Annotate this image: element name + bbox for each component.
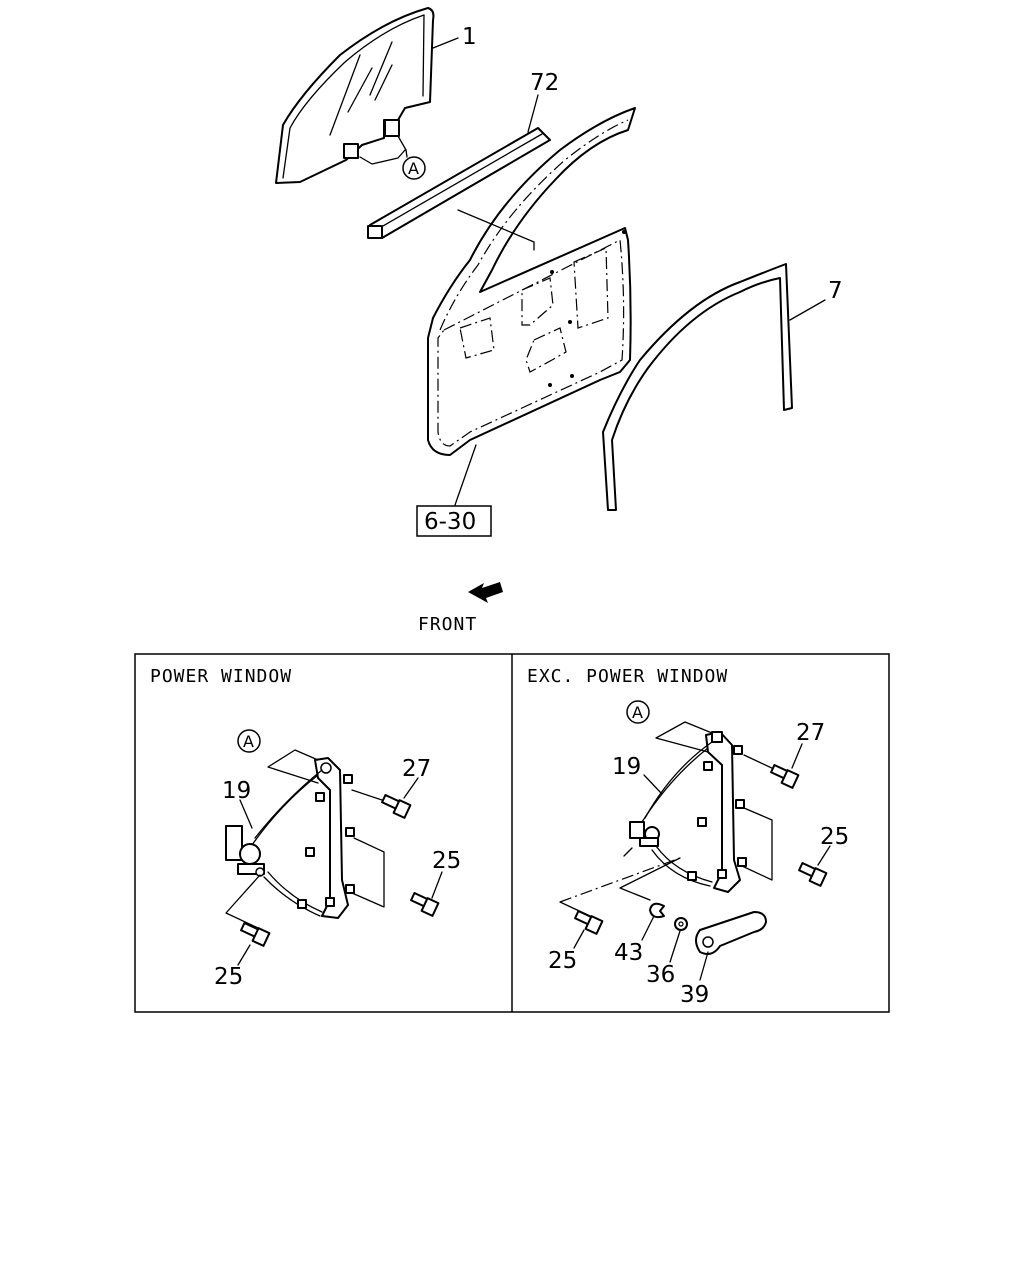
svg-text:A: A [408,159,419,178]
callout-25-lower: 25 [548,948,577,974]
window-glass [275,7,435,184]
callout-25-lower: 25 [214,964,243,990]
callout-25-right: 25 [820,824,849,850]
callout-leader-1 [432,37,459,49]
callout-7: 7 [828,278,843,304]
bolt-icon [770,763,800,789]
ref-circle-a: A [237,729,261,753]
glass-run-channel [367,127,551,239]
bolt-icon [410,891,440,917]
callout-leader-72 [527,94,539,133]
bolt-icon [381,793,412,819]
callout-leader-7 [789,299,826,321]
bolt-icon [798,861,828,887]
retaining-clip-icon [649,902,665,919]
bolt-icon [574,909,604,935]
panel-power-window: POWER WINDOW [150,666,461,990]
door-weatherstrip [602,263,793,511]
callout-43: 43 [614,940,643,966]
bolt-icon [240,921,271,947]
panel-title: EXC. POWER WINDOW [527,666,728,687]
ref-circle-a: A [626,700,650,724]
svg-text:A: A [243,732,254,751]
svg-text:A: A [632,703,643,722]
callout-36: 36 [646,962,675,988]
callout-72: 72 [530,70,559,96]
callout-27: 27 [796,720,825,746]
washer-icon [674,917,688,931]
ref-circle-a-main: A [402,156,426,180]
callout-39: 39 [680,982,709,1008]
callout-1: 1 [462,24,477,50]
ref-leader-6-30 [454,444,477,506]
panel-title: POWER WINDOW [150,666,292,687]
svg-text:6-30: 6-30 [424,509,476,535]
callout-27: 27 [402,756,431,782]
door-panel [427,107,636,456]
reference-box-6-30[interactable]: 6-30 [416,505,492,537]
front-label: FRONT [418,614,477,635]
callout-19: 19 [612,754,641,780]
callout-19: 19 [222,778,251,804]
callout-25-right: 25 [432,848,461,874]
panel-exc-power-window: EXC. POWER WINDOW [527,666,849,1008]
front-direction-arrow [468,582,503,603]
window-crank-handle-icon [695,911,767,955]
